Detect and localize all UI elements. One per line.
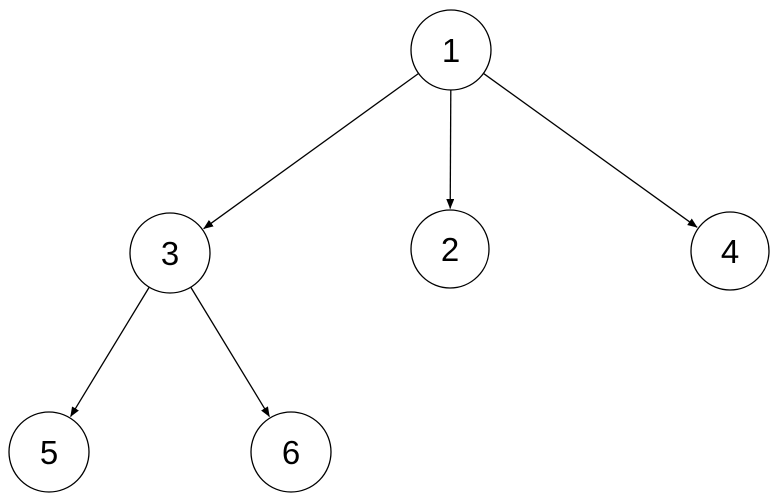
tree-node-4: 4 [690, 211, 770, 291]
tree-node-3: 3 [129, 212, 211, 294]
tree-node-6: 6 [250, 411, 332, 493]
node-6-label: 6 [282, 434, 300, 471]
node-4-label: 4 [721, 233, 739, 270]
node-2-circle [410, 209, 490, 289]
edge-3-6 [190, 287, 270, 417]
node-1-circle [410, 9, 492, 91]
edge-1-4 [483, 73, 698, 228]
node-3-circle [129, 212, 211, 294]
tree-node-2: 2 [410, 209, 490, 289]
node-3-label: 3 [161, 235, 179, 272]
edge-1-3 [203, 73, 419, 230]
tree-node-1: 1 [410, 9, 492, 91]
edge-1-2 [446, 90, 455, 210]
node-4-circle [690, 211, 770, 291]
node-5-circle [8, 411, 90, 493]
node-6-circle [250, 411, 332, 493]
tree-node-5: 5 [8, 411, 90, 493]
node-5-label: 5 [40, 434, 58, 471]
node-1-label: 1 [442, 32, 460, 69]
edge-3-5 [70, 287, 150, 417]
node-2-label: 2 [441, 231, 459, 268]
